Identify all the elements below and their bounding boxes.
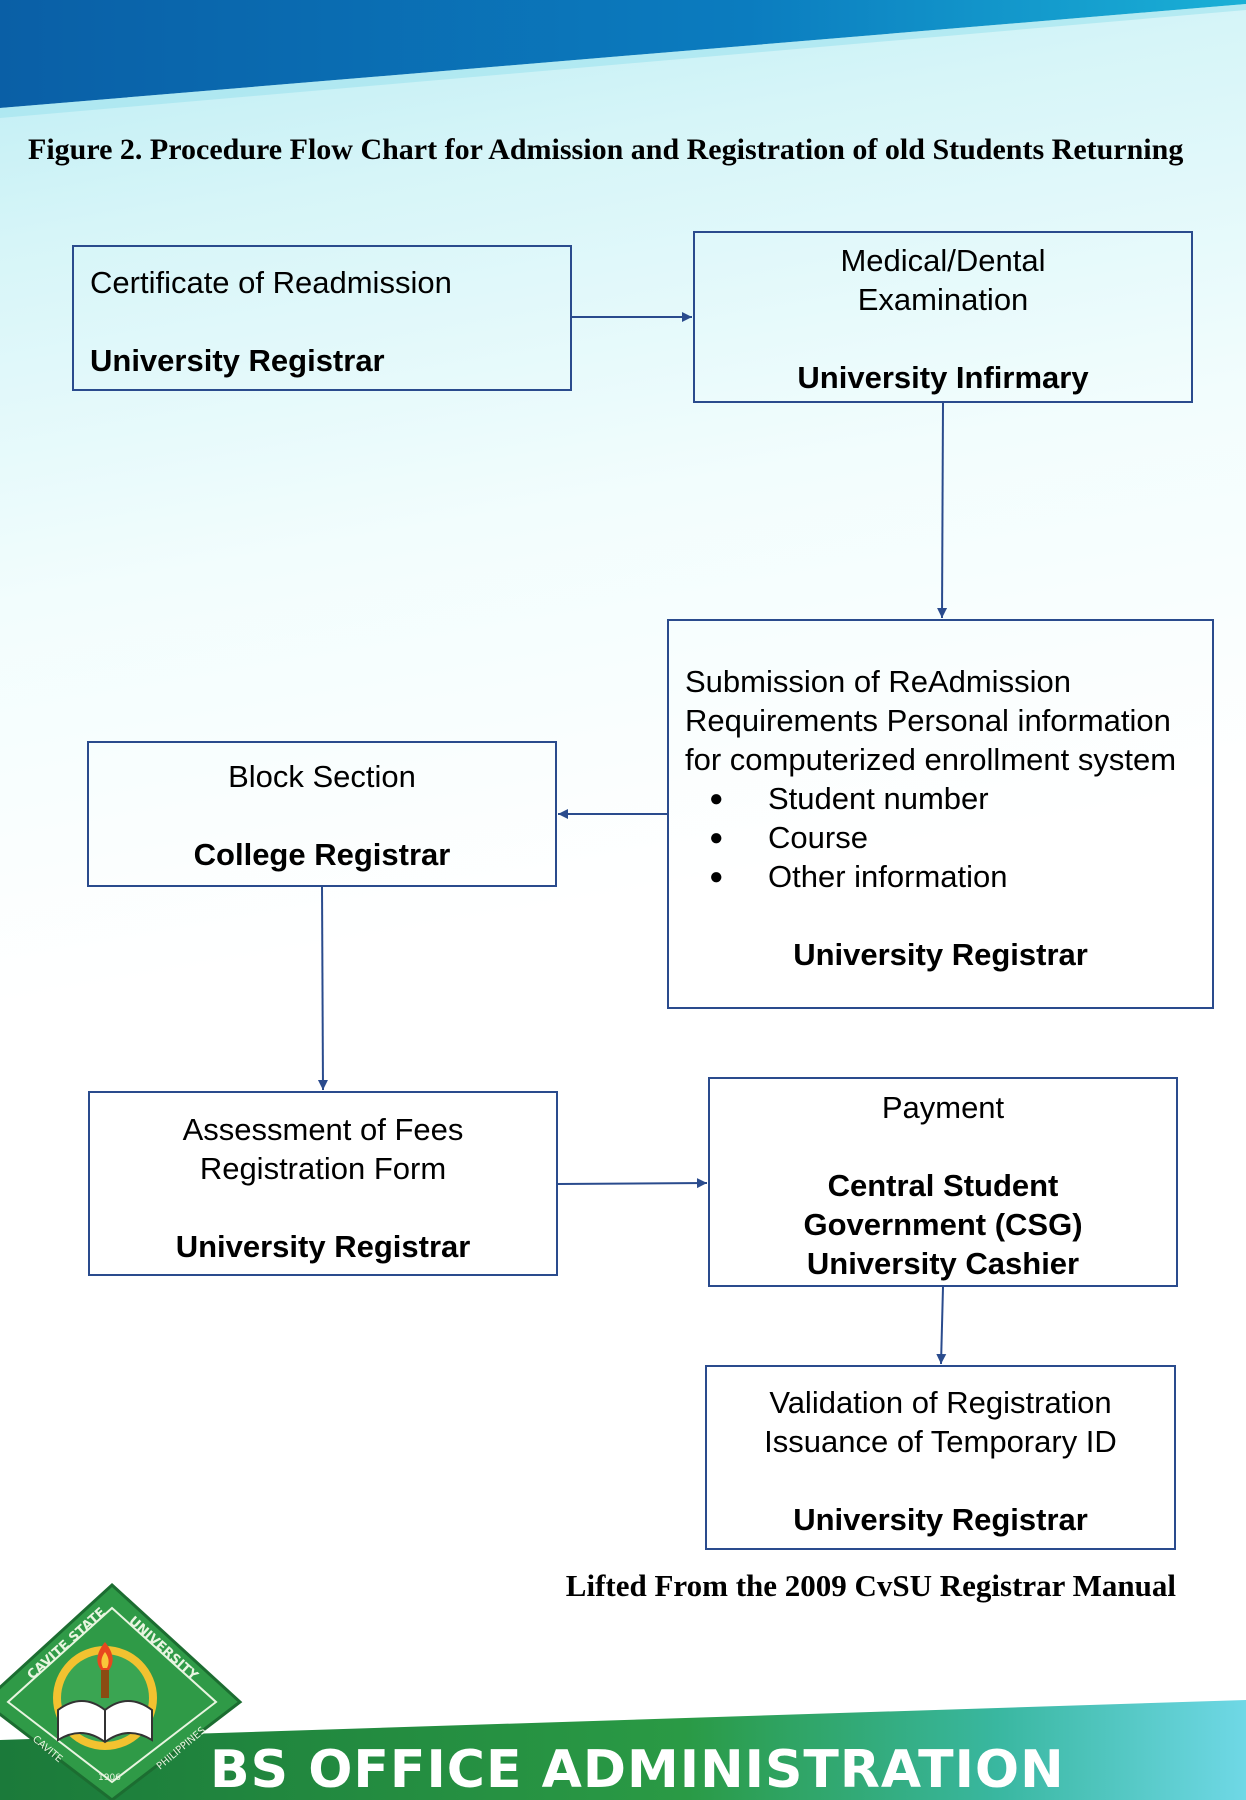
step-certificate-of-readmission: Certificate of Readmission University Re… (72, 245, 572, 391)
step-label-line1: Validation of Registration (769, 1385, 1112, 1420)
step-label-line1: Submission of ReAdmission (685, 664, 1071, 699)
arrow-payment-to-validation (936, 1286, 947, 1365)
step-label-line2: Registration Form (199, 1151, 447, 1186)
step-validation-of-registration: Validation of Registration Issuance of T… (705, 1365, 1176, 1550)
step-label-line3: for computerized enrollment system (685, 742, 1177, 777)
step-medical-dental-examination: Medical/Dental Examination University In… (693, 231, 1193, 403)
step-office-line3: University Cashier (806, 1246, 1080, 1281)
step-office-line2: Government (CSG) (803, 1207, 1083, 1242)
step-label-line2: Examination (857, 282, 1029, 317)
step-office: College Registrar (193, 837, 451, 872)
footer-band (0, 1700, 1246, 1800)
requirement-item: Course (685, 818, 1212, 857)
program-name: BS OFFICE ADMINISTRATION (210, 1740, 1065, 1800)
svg-text:1906: 1906 (98, 1773, 121, 1783)
step-assessment-of-fees: Assessment of Fees Registration Form Uni… (88, 1091, 558, 1276)
step-office: University Infirmary (797, 360, 1089, 395)
step-label-line2: Issuance of Temporary ID (764, 1424, 1117, 1459)
step-label: Payment (881, 1090, 1005, 1125)
step-office: University Registrar (175, 1229, 471, 1264)
arrow-medical-to-submission (937, 402, 948, 619)
header-band (0, 0, 1246, 118)
step-office-line1: Central Student (827, 1168, 1059, 1203)
arrow-assessment-to-payment (557, 1178, 708, 1189)
requirements-list: Student number Course Other information (685, 779, 1212, 896)
arrow-block-to-assessment (317, 885, 328, 1091)
figure-title: Figure 2. Procedure Flow Chart for Admis… (28, 133, 1184, 166)
step-label-line1: Medical/Dental (840, 243, 1046, 278)
step-label: Block Section (228, 759, 416, 794)
step-label-line1: Assessment of Fees (182, 1112, 464, 1147)
step-office: University Registrar (793, 937, 1088, 972)
step-office: University Registrar (90, 343, 385, 378)
step-block-section: Block Section College Registrar (87, 741, 557, 887)
step-label: Certificate of Readmission (90, 265, 452, 300)
source-note: Lifted From the 2009 CvSU Registrar Manu… (565, 1568, 1176, 1603)
university-seal-logo: CAVITE STATE UNIVERSITY CAVITE PHILIPPIN… (0, 1582, 243, 1800)
requirement-item: Other information (685, 857, 1212, 896)
step-office: University Registrar (793, 1502, 1088, 1537)
step-submission-of-readmission-requirements: Submission of ReAdmission Requirements P… (667, 619, 1214, 1009)
requirement-item: Student number (685, 779, 1212, 818)
step-payment: Payment Central Student Government (CSG)… (708, 1077, 1178, 1287)
step-label-line2: Requirements Personal information (685, 703, 1171, 738)
